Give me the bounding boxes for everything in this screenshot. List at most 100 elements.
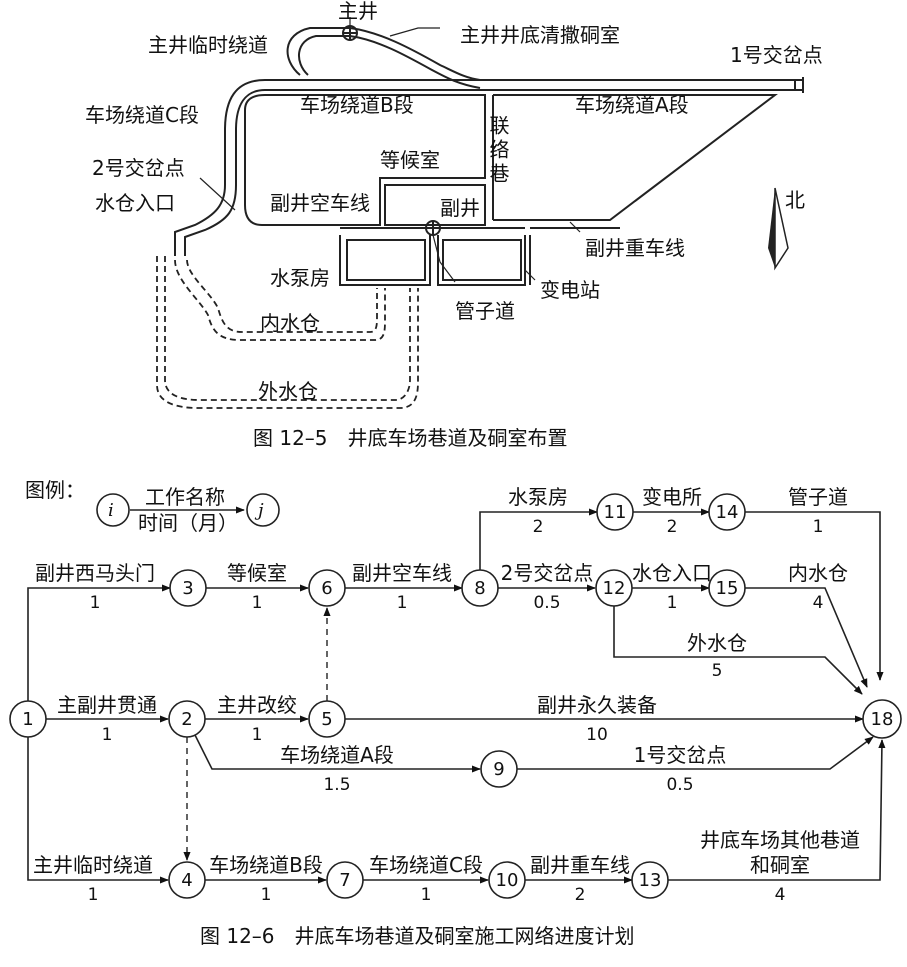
activity-name-13-18-line1: 井底车场其他巷道 bbox=[700, 828, 860, 852]
label-bypass-c: 车场绕道C段 bbox=[85, 103, 199, 127]
node-label-13: 13 bbox=[639, 870, 662, 891]
svg-text:j: j bbox=[254, 500, 264, 521]
node-label-15: 15 bbox=[716, 578, 739, 599]
activity-duration-6-8: 1 bbox=[397, 593, 408, 613]
activity-duration-11-14: 2 bbox=[667, 517, 678, 537]
node-label-18: 18 bbox=[871, 709, 894, 730]
label-aux-empty-line: 副井空车线 bbox=[270, 191, 370, 215]
node-13 bbox=[631, 861, 669, 899]
label-main-temp-bypass: 主井临时绕道 bbox=[148, 33, 268, 57]
activity-name-3-6: 等候室 bbox=[227, 561, 287, 585]
activity-name-8-11: 水泵房 bbox=[508, 485, 568, 509]
activity-name-14-18: 管子道 bbox=[788, 485, 848, 509]
layout-labels: 主井 主井临时绕道 主井井底清撒硐室 1号交岔点 车场绕道C段 车场绕道B段 联… bbox=[85, 0, 823, 403]
label-inner-sump: 内水仓 bbox=[260, 311, 320, 335]
node-label-11: 11 bbox=[604, 502, 627, 523]
activity-name-2-5: 主井改绞 bbox=[217, 693, 297, 717]
node-12 bbox=[595, 569, 633, 607]
label-main-sump-room: 主井井底清撒硐室 bbox=[460, 23, 620, 47]
label-aux-heavy-line: 副井重车线 bbox=[585, 236, 685, 260]
node-7 bbox=[326, 861, 364, 899]
activity-duration-10-13: 2 bbox=[575, 885, 586, 905]
activity-duration-13-18: 4 bbox=[775, 885, 786, 905]
activity-name-6-8: 副井空车线 bbox=[352, 561, 452, 585]
node-2 bbox=[168, 700, 206, 738]
activity-name-1-4: 主井临时绕道 bbox=[33, 853, 153, 877]
label-main-shaft: 主井 bbox=[338, 0, 378, 23]
node-4 bbox=[168, 861, 206, 899]
activity-name-4-7: 车场绕道B段 bbox=[209, 853, 323, 877]
label-bypass-a: 车场绕道A段 bbox=[575, 93, 689, 117]
activity-duration-12-15: 1 bbox=[667, 593, 678, 613]
yard-top-edge bbox=[265, 79, 796, 91]
label-outer-sump: 外水仓 bbox=[258, 379, 318, 403]
legend-work-name: 工作名称 bbox=[145, 485, 225, 509]
node-label-1: 1 bbox=[22, 709, 33, 730]
network-nodes bbox=[9, 493, 902, 899]
bypass-c-curve bbox=[174, 79, 266, 256]
node-1 bbox=[9, 700, 47, 738]
activity-duration-7-10: 1 bbox=[421, 885, 432, 905]
caption-figure-12-6: 图 12–6 井底车场巷道及硐室施工网络进度计划 bbox=[200, 924, 635, 948]
dummy-edges bbox=[183, 607, 331, 861]
label-waiting-room: 等候室 bbox=[380, 148, 440, 172]
label-pump-room: 水泵房 bbox=[270, 266, 330, 290]
activity-name-11-14: 变电所 bbox=[642, 485, 702, 509]
activity-duration-5-18: 10 bbox=[586, 725, 608, 745]
edge-8-11 bbox=[479, 508, 598, 570]
node-label-14: 14 bbox=[716, 502, 739, 523]
node-15 bbox=[708, 569, 746, 607]
activity-name-12-15: 水仓入口 bbox=[632, 561, 712, 585]
inner-sump bbox=[174, 259, 386, 341]
aux-heavy-line bbox=[339, 227, 620, 286]
sump-lines bbox=[156, 256, 419, 409]
node-label-10: 10 bbox=[496, 870, 519, 891]
main-temp-bypass-loop bbox=[286, 27, 481, 81]
pump-room-box bbox=[346, 239, 426, 281]
legend: 图例： i 工作名称 时间（月） j bbox=[25, 478, 280, 535]
legend-node-i bbox=[96, 493, 130, 527]
legend-duration: 时间（月） bbox=[138, 511, 238, 535]
activity-name-1-2: 主副井贯通 bbox=[57, 693, 157, 717]
activity-name-15-18: 内水仓 bbox=[788, 561, 848, 585]
node-label-6: 6 bbox=[321, 578, 332, 599]
activity-name-9-18: 1号交岔点 bbox=[634, 743, 727, 767]
leader-lines bbox=[199, 17, 581, 283]
activity-duration-2-9: 1.5 bbox=[323, 775, 350, 795]
legend-node-j bbox=[246, 493, 280, 527]
activity-duration-2-5: 1 bbox=[252, 725, 263, 745]
label-substation: 变电站 bbox=[540, 278, 600, 302]
edge-12-18 bbox=[613, 606, 863, 695]
north-arrow: 北 bbox=[768, 187, 805, 271]
waiting-room-box bbox=[384, 184, 486, 226]
activity-name-7-10: 车场绕道C段 bbox=[369, 853, 483, 877]
node-label-5: 5 bbox=[321, 709, 332, 730]
node-label-8: 8 bbox=[474, 578, 485, 599]
substation-box bbox=[442, 239, 522, 281]
activity-name-5-18: 副井永久装备 bbox=[537, 693, 657, 717]
node-14 bbox=[708, 493, 746, 531]
label-junction1: 1号交岔点 bbox=[730, 43, 823, 67]
edge-2-9 bbox=[194, 734, 481, 773]
label-aux-shaft: 副井 bbox=[440, 196, 480, 220]
activity-duration-1-4: 1 bbox=[88, 885, 99, 905]
edge-1-4 bbox=[27, 737, 169, 884]
bypass-b-inner bbox=[244, 94, 486, 226]
activity-duration-8-11: 2 bbox=[533, 517, 544, 537]
edge-1-3 bbox=[27, 584, 171, 703]
label-junction2: 2号交岔点 bbox=[92, 156, 185, 180]
node-label-4: 4 bbox=[181, 870, 192, 891]
node-5 bbox=[308, 700, 346, 738]
network-edges bbox=[27, 508, 886, 884]
node-9 bbox=[480, 750, 518, 788]
label-link-lane: 联络巷 bbox=[486, 115, 510, 187]
node-label-7: 7 bbox=[339, 870, 350, 891]
outer-sump bbox=[164, 256, 411, 401]
activity-name-12-18: 外水仓 bbox=[687, 631, 747, 655]
node-18 bbox=[862, 699, 902, 739]
activity-duration-14-18: 1 bbox=[813, 517, 824, 537]
svg-text:i: i bbox=[108, 500, 114, 521]
layout-diagram bbox=[174, 25, 804, 286]
activity-duration-9-18: 0.5 bbox=[666, 775, 693, 795]
